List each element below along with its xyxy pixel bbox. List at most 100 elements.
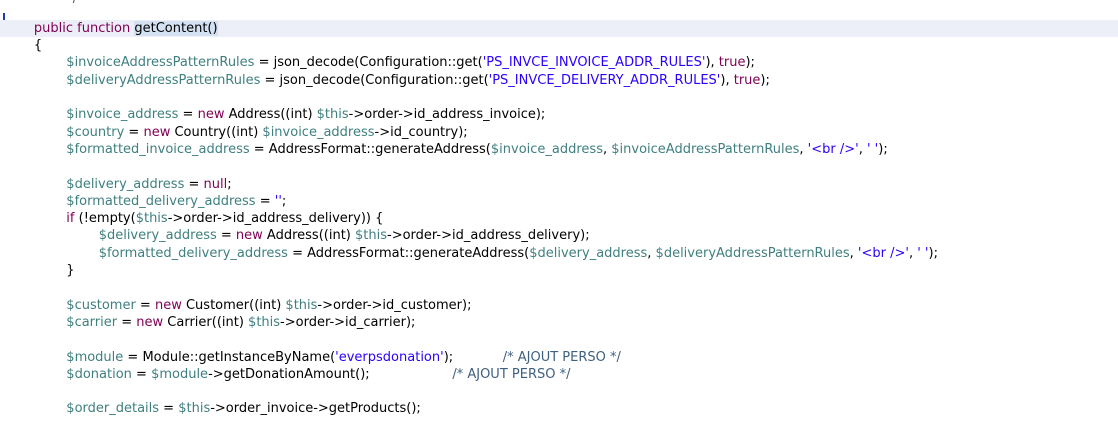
code-token: Carrier((int) bbox=[163, 314, 249, 330]
string-token: 'PS_INVCE_INVOICE_ADDR_RULES' bbox=[482, 55, 706, 71]
keyword-token: new bbox=[136, 314, 164, 330]
code-token: = json_decode(Configuration::get( bbox=[254, 55, 483, 71]
string-token: ' ' bbox=[866, 141, 879, 157]
variable-token: $formatted_delivery_address bbox=[98, 245, 288, 261]
blank-line[interactable] bbox=[0, 158, 1118, 175]
code-line[interactable]: $customer = new Customer((int) $this->or… bbox=[0, 297, 1118, 314]
variable-token: $invoice_address bbox=[66, 107, 179, 123]
code-line[interactable]: $formatted_delivery_address = ''; bbox=[0, 193, 1118, 210]
code-token: (!empty( bbox=[74, 211, 136, 227]
code-token: ->order->id_carrier); bbox=[280, 314, 416, 330]
code-token: , bbox=[908, 245, 918, 261]
variable-token: $module bbox=[66, 349, 124, 365]
code-token: = bbox=[216, 228, 236, 244]
code-token: Address((int) bbox=[262, 228, 355, 244]
string-token: '<br />' bbox=[857, 245, 909, 261]
code-line[interactable]: $order_details = $this->order_invoice->g… bbox=[0, 400, 1118, 417]
code-token: = bbox=[184, 176, 204, 192]
code-token: , bbox=[849, 245, 858, 261]
variable-token: $customer bbox=[66, 297, 136, 313]
code-token: ); bbox=[760, 72, 770, 88]
code-line[interactable]: $module = Module::getInstanceByName('eve… bbox=[0, 349, 1118, 366]
code-token: , bbox=[647, 245, 656, 261]
code-line[interactable]: if (!empty($this->order->id_address_deli… bbox=[0, 210, 1118, 227]
string-token: 'everpsdonation' bbox=[335, 349, 444, 365]
variable-token: $formatted_delivery_address bbox=[66, 193, 256, 209]
code-token: getContent() bbox=[134, 20, 218, 36]
comment-token: /* AJOUT PERSO */ bbox=[502, 349, 621, 365]
variable-token: $carrier bbox=[66, 314, 118, 330]
code-line[interactable]: $delivery_address = new Address((int) $t… bbox=[0, 227, 1118, 244]
code-line[interactable]: $invoiceAddressPatternRules = json_decod… bbox=[0, 54, 1118, 71]
blank-line[interactable] bbox=[0, 331, 1118, 348]
code-token: ), bbox=[720, 72, 734, 88]
keyword-token: true bbox=[718, 55, 746, 71]
code-token: } bbox=[66, 263, 75, 278]
code-token: Country((int) bbox=[170, 124, 263, 140]
keyword-token: new bbox=[235, 228, 263, 244]
code-line[interactable]: { bbox=[0, 37, 1118, 54]
variable-token: $country bbox=[66, 124, 125, 140]
variable-token: $this bbox=[178, 401, 211, 417]
code-token: = bbox=[131, 366, 152, 382]
code-line[interactable]: $carrier = new Carrier((int) $this->orde… bbox=[0, 314, 1118, 331]
code-token: ->order->id_address_invoice); bbox=[348, 107, 546, 123]
variable-token: $invoiceAddressPatternRules bbox=[66, 55, 255, 71]
blank-line[interactable] bbox=[0, 383, 1118, 400]
keyword-token: new bbox=[197, 107, 225, 123]
string-token: '' bbox=[274, 193, 282, 209]
code-token: ->order->id_customer); bbox=[317, 297, 472, 313]
code-line[interactable]: $formatted_delivery_address = AddressFor… bbox=[0, 245, 1118, 262]
comment-token: */ bbox=[66, 0, 77, 6]
keyword-token: if bbox=[66, 211, 75, 227]
code-line[interactable]: $country = new Country((int) $invoice_ad… bbox=[0, 124, 1118, 141]
code-token: ); bbox=[745, 55, 755, 71]
code-line[interactable]: $delivery_address = null; bbox=[0, 176, 1118, 193]
code-token: = bbox=[135, 297, 155, 313]
string-token: 'PS_INVCE_DELIVERY_ADDR_RULES' bbox=[488, 72, 721, 88]
variable-token: $module bbox=[151, 366, 209, 382]
code-line[interactable]: $donation = $module->getDonationAmount()… bbox=[0, 366, 1118, 383]
keyword-token: null bbox=[203, 176, 228, 192]
variable-token: $deliveryAddressPatternRules bbox=[66, 72, 261, 88]
keyword-token: true bbox=[733, 72, 761, 88]
code-line[interactable]: } bbox=[0, 262, 1118, 279]
code-token: = bbox=[117, 314, 137, 330]
code-token: ->order_invoice->getProducts(); bbox=[210, 401, 421, 417]
blank-line[interactable] bbox=[0, 279, 1118, 296]
code-line[interactable]: $deliveryAddressPatternRules = json_deco… bbox=[0, 72, 1118, 89]
variable-token: $delivery_address bbox=[66, 176, 185, 192]
code-token: , bbox=[602, 141, 612, 157]
code-token: ; bbox=[227, 176, 232, 192]
code-token: ), bbox=[705, 55, 719, 71]
code-line[interactable]: */ bbox=[0, 0, 1118, 7]
code-token: = bbox=[124, 124, 144, 140]
code-line[interactable]: $invoice_address = new Address((int) $th… bbox=[0, 106, 1118, 123]
code-token: Address((int) bbox=[224, 107, 317, 123]
code-token: ->getDonationAmount(); bbox=[208, 366, 453, 382]
variable-token: $this bbox=[316, 107, 349, 123]
code-token: { bbox=[33, 38, 43, 54]
code-token: ); bbox=[928, 245, 938, 261]
variable-token: $invoice_address bbox=[490, 141, 603, 157]
code-token: ); bbox=[878, 141, 888, 157]
variable-token: $donation bbox=[66, 366, 132, 382]
blank-line[interactable] bbox=[0, 89, 1118, 106]
variable-token: $order_details bbox=[66, 401, 160, 417]
code-line[interactable]: public function getContent() bbox=[0, 19, 1118, 37]
variable-token: $this bbox=[135, 211, 168, 227]
string-token: '<br />' bbox=[807, 141, 859, 157]
code-token: ; bbox=[281, 193, 287, 209]
variable-token: $this bbox=[285, 297, 318, 313]
code-token: , bbox=[858, 141, 867, 157]
variable-token: $delivery_address bbox=[98, 228, 217, 244]
keyword-token: new bbox=[143, 124, 171, 140]
keyword-token: new bbox=[154, 297, 182, 313]
code-token: = bbox=[255, 193, 275, 209]
code-token: ->id_country); bbox=[374, 124, 468, 140]
variable-token: $delivery_address bbox=[529, 245, 648, 261]
code-line[interactable]: $formatted_invoice_address = AddressForm… bbox=[0, 141, 1118, 158]
code-token: = bbox=[159, 401, 179, 417]
comment-token: /* AJOUT PERSO */ bbox=[452, 366, 571, 382]
